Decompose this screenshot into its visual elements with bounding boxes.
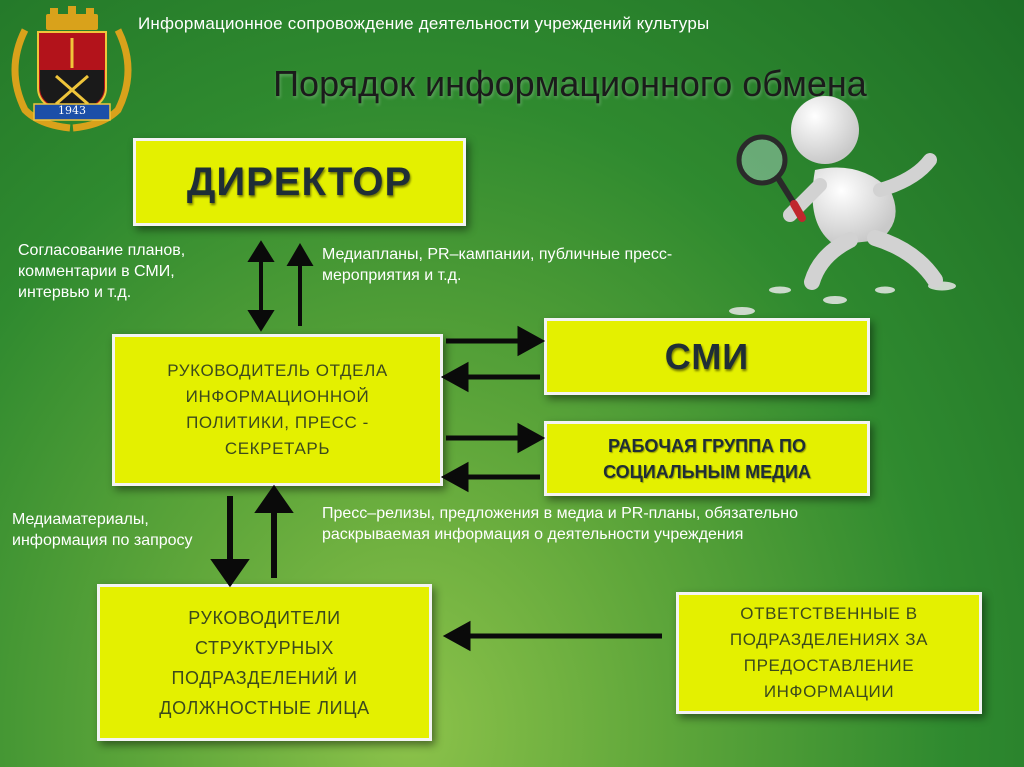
head-info-policy-label: РУКОВОДИТЕЛЬ ОТДЕЛА ИНФОРМАЦИОННОЙ ПОЛИТ…: [167, 361, 388, 458]
arrow-smi-to-head: [440, 361, 540, 393]
arrow-responsible-to-divisions: [442, 620, 662, 652]
responsible-label: ОТВЕТСТВЕННЫЕ В ПОДРАЗДЕЛЕНИЯХ ЗА ПРЕДОС…: [729, 604, 929, 701]
note-press-releases: Пресс–релизы, предложения в медиа и PR-п…: [322, 505, 798, 543]
arrow-head-to-smi: [446, 325, 546, 357]
note-coordination: Согласование планов, комментарии в СМИ, …: [18, 242, 186, 301]
head-info-policy-box: РУКОВОДИТЕЛЬ ОТДЕЛА ИНФОРМАЦИОННОЙ ПОЛИТ…: [112, 334, 443, 486]
header-caption: Информационное сопровождение деятельност…: [138, 14, 710, 33]
heads-divisions-label: РУКОВОДИТЕЛИ СТРУКТУРНЫХ ПОДРАЗДЕЛЕНИЙ И…: [159, 607, 370, 718]
note-mediaplans: Медиапланы, PR–кампании, публичные пресс…: [322, 246, 673, 284]
director-box: ДИРЕКТОР: [133, 138, 466, 226]
responsible-box: ОТВЕТСТВЕННЫЕ В ПОДРАЗДЕЛЕНИЯХ ЗА ПРЕДОС…: [676, 592, 982, 714]
smi-box: СМИ: [544, 318, 870, 395]
director-label: ДИРЕКТОР: [186, 159, 413, 204]
working-group-box: РАБОЧАЯ ГРУППА ПО СОЦИАЛЬНЫМ МЕДИА: [544, 421, 870, 496]
arrow-head-to-director-up: [286, 243, 314, 326]
smi-label: СМИ: [664, 335, 750, 377]
arrow-director-head-down: [247, 240, 275, 332]
arrow-head-to-working-group: [446, 422, 546, 454]
arrow-head-to-divisions-down: [210, 496, 250, 588]
heads-divisions-box: РУКОВОДИТЕЛИ СТРУКТУРНЫХ ПОДРАЗДЕЛЕНИЙ И…: [97, 584, 432, 741]
working-group-label: РАБОЧАЯ ГРУППА ПО СОЦИАЛЬНЫМ МЕДИА: [603, 435, 811, 482]
arrow-working-group-to-head: [440, 461, 540, 493]
emblem-year: 1943: [58, 104, 86, 117]
note-mediamaterials: Медиаматериалы, информация по запросу: [12, 511, 193, 549]
page-title: Порядок информационного обмена: [273, 63, 867, 104]
arrow-divisions-to-head-up: [254, 484, 294, 578]
